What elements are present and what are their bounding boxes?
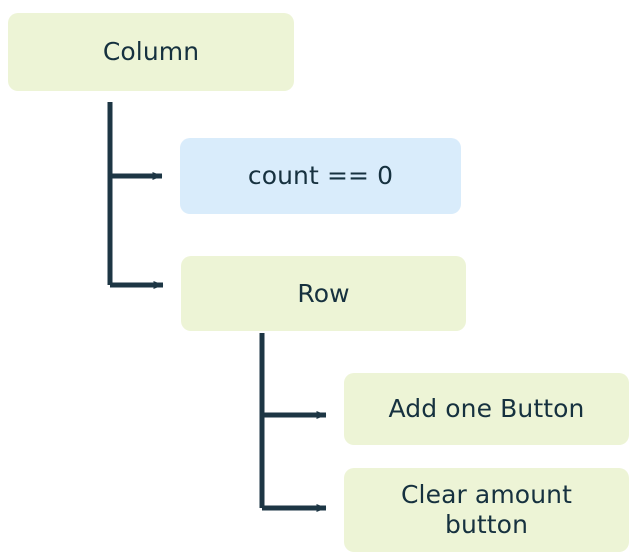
node-column[interactable]: Column bbox=[8, 13, 294, 91]
node-count-condition-label: count == 0 bbox=[247, 161, 394, 190]
node-column-label: Column bbox=[102, 37, 200, 66]
node-row[interactable]: Row bbox=[181, 256, 466, 331]
edge-column-to-row bbox=[107, 176, 164, 289]
node-row-label: Row bbox=[297, 278, 350, 308]
edge-row-to-add-one bbox=[259, 333, 327, 419]
edge-row-to-clear bbox=[259, 415, 327, 512]
node-add-one-button-label: Add one Button bbox=[388, 394, 585, 423]
edge-column-to-count bbox=[107, 102, 163, 180]
node-clear-amount-button[interactable]: Clear amount button bbox=[344, 468, 629, 552]
node-add-one-button[interactable]: Add one Button bbox=[344, 373, 629, 445]
node-count-condition[interactable]: count == 0 bbox=[180, 138, 461, 214]
node-clear-amount-button-label: Clear amount button bbox=[401, 480, 572, 539]
